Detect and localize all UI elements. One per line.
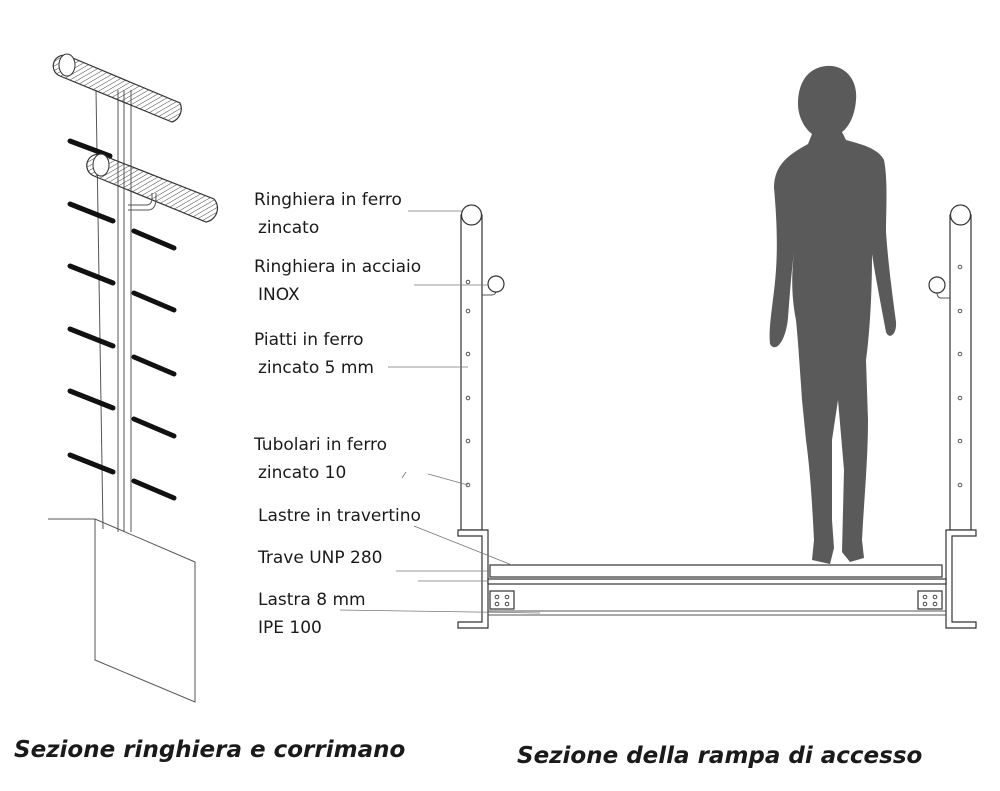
label-lastra: Lastra 8 mm: [258, 590, 366, 610]
label-piatti: Piatti in ferro: [254, 330, 364, 350]
labels: Ringhiera in ferro zincato Ringhiera in …: [253, 190, 421, 638]
label-ipe: IPE 100: [258, 618, 322, 638]
label-piatti-2: zincato 5 mm: [258, 358, 374, 378]
label-trave: Trave UNP 280: [257, 548, 382, 568]
travertine-slab: [489, 564, 943, 578]
label-ringhiera-acciaio: Ringhiera in acciaio: [254, 257, 421, 277]
label-ringhiera-ferro-2: zincato: [258, 218, 319, 238]
base-wall: [48, 518, 196, 703]
leader-lines: [339, 210, 541, 614]
left-post: [460, 204, 505, 531]
label-tubolari-2: zincato 10: [258, 463, 346, 483]
ramp-section: [457, 65, 977, 629]
railing-bars-back: [67, 138, 116, 475]
steel-plate: [487, 578, 947, 585]
railing-bars-front: [131, 228, 177, 501]
ipe-beam: [488, 590, 946, 616]
unp-right: [945, 529, 977, 629]
label-ringhiera-acciaio-2: INOX: [258, 285, 300, 305]
label-lastre: Lastre in travertino: [258, 506, 421, 526]
label-ringhiera-ferro: Ringhiera in ferro: [254, 190, 402, 210]
right-post: [928, 204, 972, 531]
human-silhouette: [769, 65, 897, 565]
railing-handrail-section: [48, 53, 219, 703]
caption-left: Sezione ringhiera e corrimano: [14, 737, 405, 763]
caption-right: Sezione della rampa di accesso: [517, 743, 922, 769]
unp-left: [457, 529, 489, 629]
label-tubolari: Tubolari in ferro: [253, 435, 387, 455]
handrail-lower: [86, 153, 219, 223]
handrail-top: [52, 53, 182, 123]
